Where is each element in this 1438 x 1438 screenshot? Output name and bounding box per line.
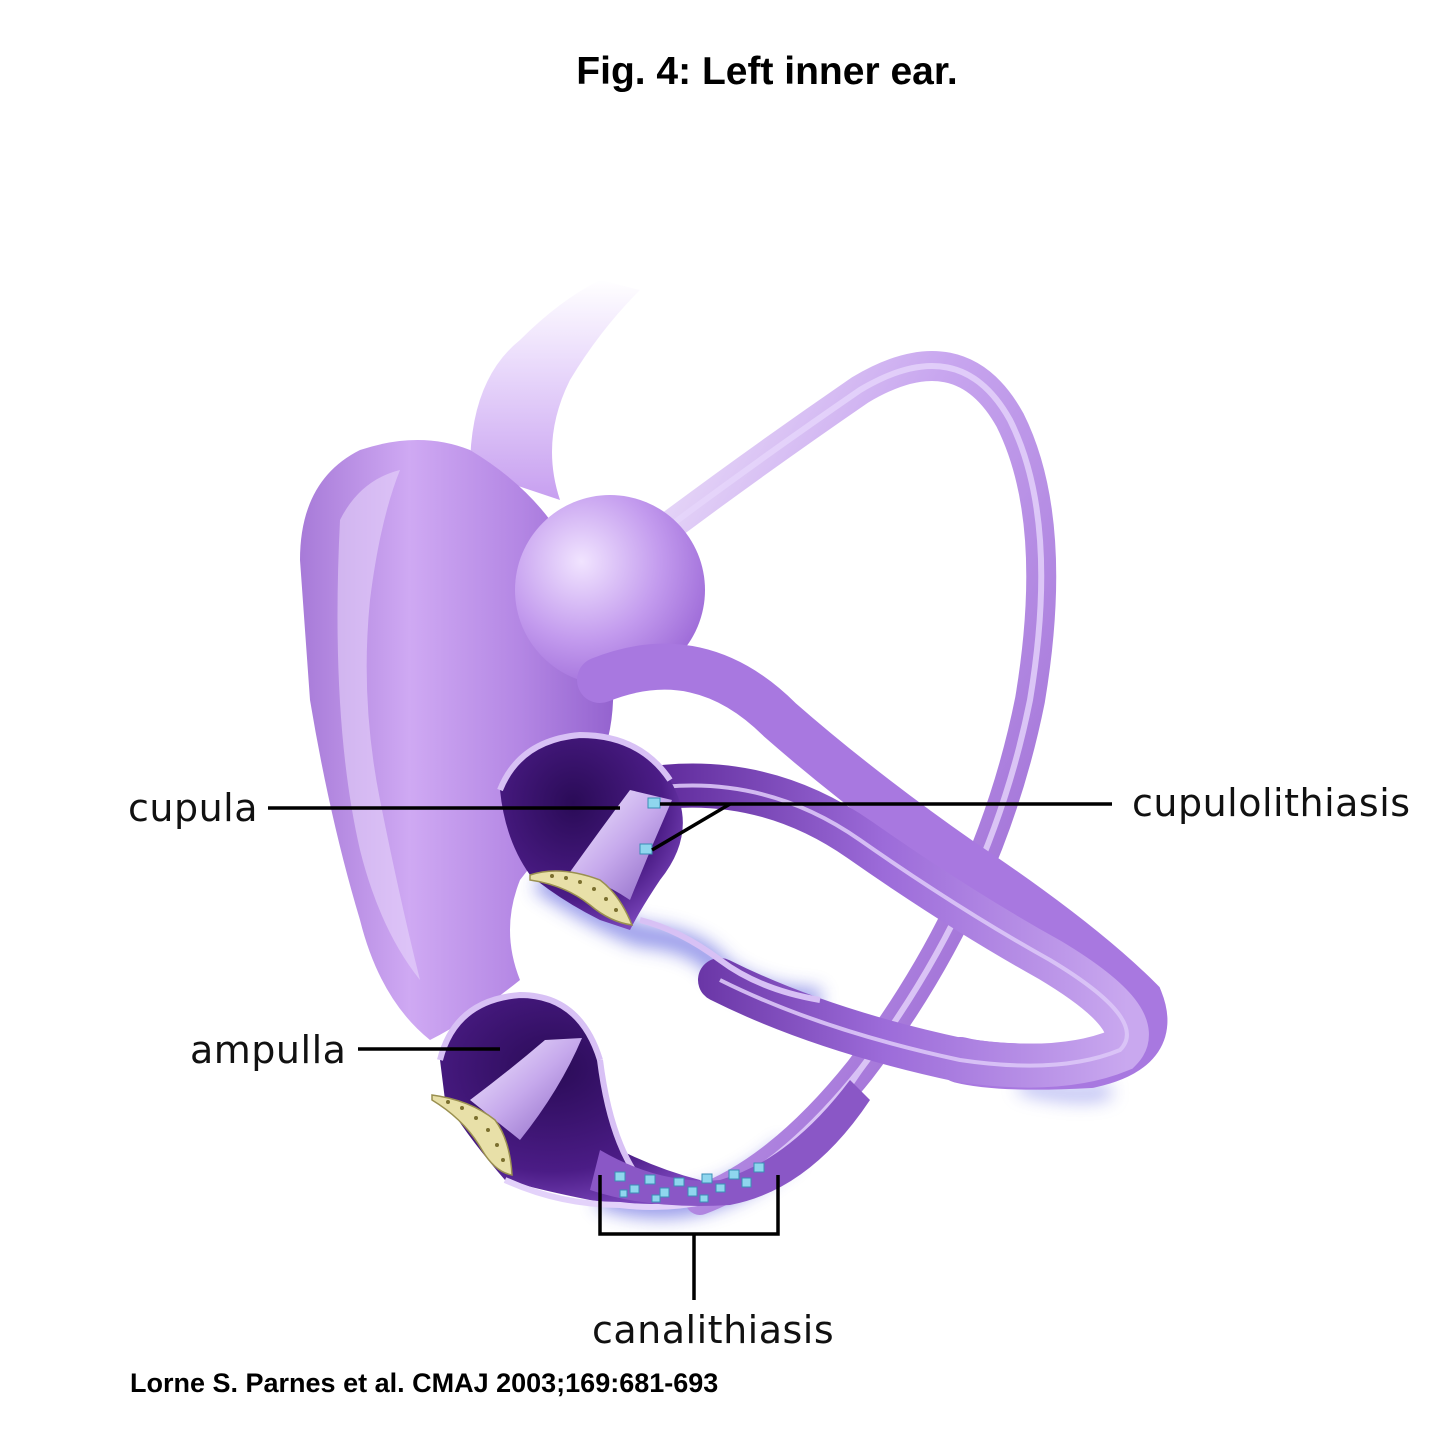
label-cupulolithiasis: cupulolithiasis xyxy=(1132,781,1411,825)
hair-cell-dots-lower xyxy=(446,1100,505,1162)
endolymphatic-duct xyxy=(470,280,640,500)
hair-cells-lower xyxy=(431,1094,513,1176)
label-canalithiasis: canalithiasis xyxy=(592,1308,835,1352)
upper-ampulla xyxy=(497,731,821,1003)
leader-lines xyxy=(268,802,1112,1300)
figure-title: Fig. 4: Left inner ear. xyxy=(576,50,958,93)
cupula-cone xyxy=(570,790,672,900)
ampulla-cupula-cone xyxy=(470,1038,582,1140)
figure-credit: Lorne S. Parnes et al. CMAJ 2003;169:681… xyxy=(130,1368,719,1398)
hair-cells-upper xyxy=(529,870,634,926)
posterior-canal xyxy=(577,643,1168,1090)
label-ampulla: ampulla xyxy=(190,1028,347,1072)
label-cupula: cupula xyxy=(128,786,259,830)
otoconia-cupula-1 xyxy=(647,797,661,809)
leader-cupulolithiasis-2 xyxy=(651,802,731,852)
otoconia-cupula-2 xyxy=(639,843,653,855)
otoconia-canal xyxy=(614,1162,765,1203)
utricle-bulb xyxy=(515,495,705,685)
lower-ampulla xyxy=(431,991,870,1210)
hair-cell-dots-upper xyxy=(550,874,618,912)
canalithiasis-bracket xyxy=(598,1175,780,1236)
